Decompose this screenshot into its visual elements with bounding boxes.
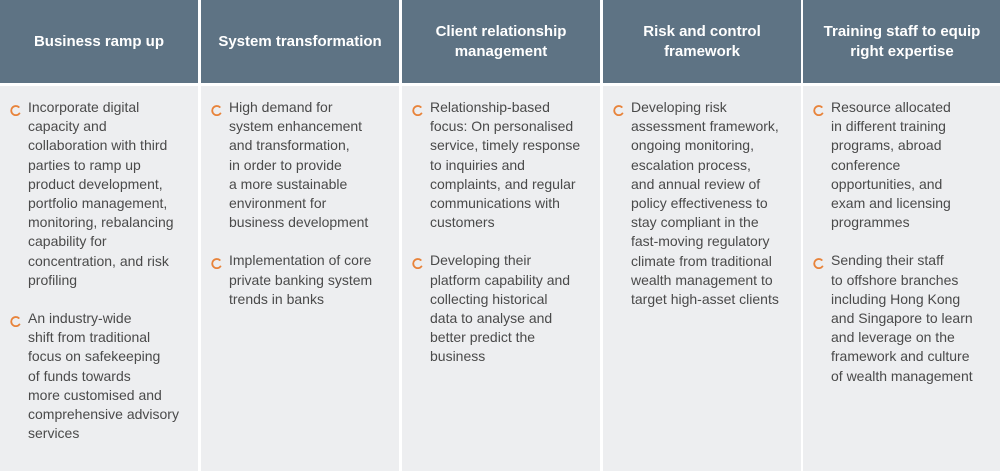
list-item: An industry-wide shift from traditional … — [10, 309, 188, 443]
list-item-text: Developing risk assessment framework, on… — [631, 99, 779, 308]
list-item: Incorporate digital capacity and collabo… — [10, 98, 188, 290]
column-header: System transformation — [201, 0, 399, 83]
column-title: Risk and control framework — [643, 22, 761, 60]
orange-crescent-bullet-icon — [813, 255, 824, 270]
orange-crescent-bullet-icon — [10, 313, 21, 328]
list-item: Sending their staff to offshore branches… — [813, 251, 991, 385]
column-title: Training staff to equip right expertise — [823, 22, 981, 60]
column-title: Client relationship management — [435, 22, 567, 60]
column-header: Business ramp up — [0, 0, 198, 83]
column-title: System transformation — [218, 32, 382, 50]
orange-crescent-bullet-icon — [211, 102, 222, 117]
list-item: Relationship-based focus: On personalise… — [412, 98, 590, 232]
list-item-text: Resource allocated in different training… — [831, 99, 951, 231]
column-title: Business ramp up — [33, 32, 165, 50]
list-item-text: High demand for system enhancement and t… — [229, 99, 369, 231]
orange-crescent-bullet-icon — [412, 102, 423, 117]
list-item-text: Implementation of core private banking s… — [229, 252, 373, 307]
column-header: Training staff to equip right expertise — [803, 0, 1000, 83]
list-item: Implementation of core private banking s… — [211, 251, 389, 309]
column-header: Risk and control framework — [603, 0, 801, 83]
list-item: Developing risk assessment framework, on… — [613, 98, 791, 309]
list-item-text: Relationship-based focus: On personalise… — [430, 99, 581, 231]
orange-crescent-bullet-icon — [813, 102, 824, 117]
list-item-text: Incorporate digital capacity and collabo… — [28, 99, 174, 288]
orange-crescent-bullet-icon — [211, 255, 222, 270]
orange-crescent-bullet-icon — [412, 255, 423, 270]
column-body: Resource allocated in different training… — [803, 86, 1000, 471]
column-body: High demand for system enhancement and t… — [201, 86, 399, 471]
list-item-text: An industry-wide shift from traditional … — [28, 310, 179, 442]
list-item: Resource allocated in different training… — [813, 98, 991, 232]
list-item: Developing their platform capability and… — [412, 251, 590, 366]
column-body: Relationship-based focus: On personalise… — [402, 86, 600, 471]
list-item-text: Sending their staff to offshore branches… — [831, 252, 973, 384]
column-body: Incorporate digital capacity and collabo… — [0, 86, 198, 471]
orange-crescent-bullet-icon — [10, 102, 21, 117]
column-1: Business ramp up Incorporate digital capa… — [0, 0, 198, 471]
list-item-text: Developing their platform capability and… — [430, 252, 571, 365]
column-body: Developing risk assessment framework, on… — [603, 86, 801, 471]
orange-crescent-bullet-icon — [613, 102, 624, 117]
list-item: High demand for system enhancement and t… — [211, 98, 389, 232]
column-header: Client relationship management — [402, 0, 600, 83]
